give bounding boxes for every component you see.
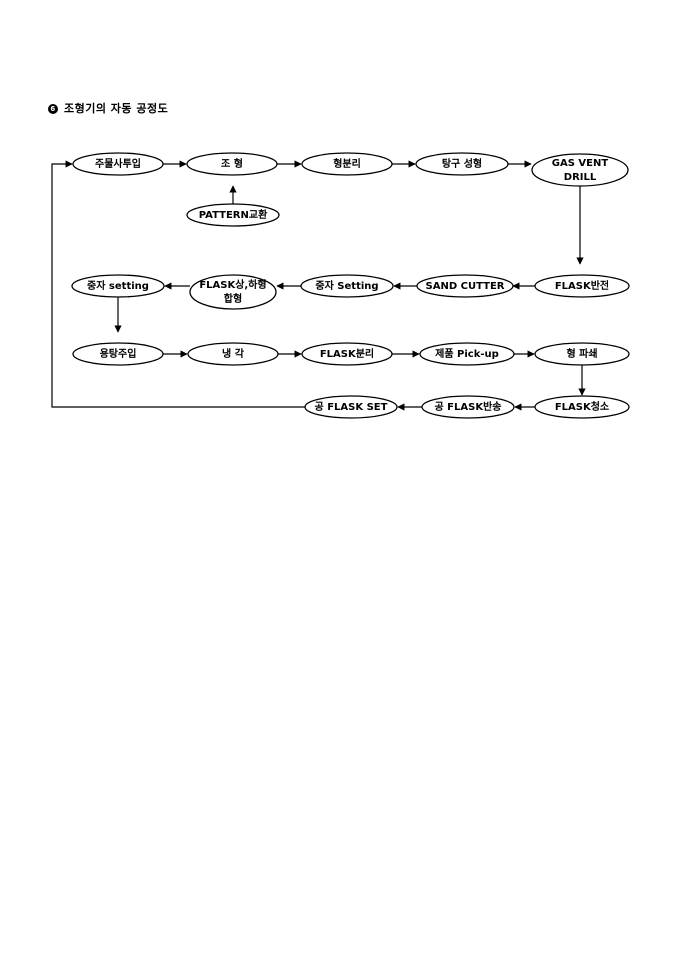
flow-arrow [51,160,305,408]
node-label: 용탕주입 [100,347,137,360]
node-ellipse [534,342,630,366]
node-label: SAND CUTTER [426,281,505,292]
process-node: GAS VENT DRILL [531,153,629,187]
node-ellipse [531,153,629,187]
process-node: 용탕주입 [72,342,164,366]
process-node: 형 파쇄 [534,342,630,366]
title-bullet: 6 [48,104,58,114]
process-node: SAND CUTTER [416,274,514,298]
node-label: FLASK청소 [555,400,609,413]
node-label: 조 형 [221,157,243,170]
node-label: 공 FLASK SET [315,401,388,413]
process-node: PATTERN교환 [186,203,280,227]
process-node: 탕구 성형 [415,152,509,176]
process-node: 공 FLASK SET [304,395,398,419]
flow-nodes: 주물사투입 조 형 형분리 탕구 성형 GAS VENT DRILL PATTERN교환중자… [71,152,630,419]
node-label: 냉 각 [222,347,245,360]
process-node: 제품 Pick-up [419,342,515,366]
node-ellipse [187,342,279,366]
node-ellipse [72,342,164,366]
process-node: 형분리 [301,152,393,176]
node-label: 공 FLASK반송 [435,400,502,413]
node-ellipse [186,203,280,227]
node-label: 주물사투입 [95,157,141,170]
node-label: 탕구 성형 [442,157,482,170]
node-ellipse [301,342,393,366]
node-ellipse [419,342,515,366]
process-node: 중자 Setting [300,274,394,298]
node-label: 합형 [224,292,242,305]
process-node: 냉 각 [187,342,279,366]
node-label: 중자 setting [87,279,149,292]
node-ellipse [300,274,394,298]
node-label: FLASK반전 [555,279,609,292]
node-label: 형분리 [333,157,361,170]
process-node: 공 FLASK반송 [421,395,515,419]
title-text: 조형기의 자동 공정도 [64,102,169,115]
node-ellipse [534,274,630,298]
node-label: 중자 Setting [315,279,378,292]
flow-arrows [51,160,586,411]
node-ellipse [421,395,515,419]
node-ellipse [304,395,398,419]
node-ellipse [189,274,277,310]
node-label: GAS VENT [552,158,609,169]
node-label: 형 파쇄 [566,347,597,360]
node-label: FLASK분리 [320,347,374,360]
node-ellipse [71,274,165,298]
node-label: DRILL [564,172,597,183]
diagram-title: 6 조형기의 자동 공정도 [48,100,168,116]
node-ellipse [72,152,164,176]
node-ellipse [301,152,393,176]
node-ellipse [534,395,630,419]
node-label: 제품 Pick-up [435,347,499,360]
process-node: FLASK반전 [534,274,630,298]
node-ellipse [186,152,278,176]
node-ellipse [415,152,509,176]
node-label: PATTERN교환 [199,208,268,221]
process-node: FLASK분리 [301,342,393,366]
process-node: 중자 setting [71,274,165,298]
node-label: FLASK상,하형 [199,278,266,291]
process-node: 주물사투입 [72,152,164,176]
process-node: FLASK청소 [534,395,630,419]
node-ellipse [416,274,514,298]
process-node: 조 형 [186,152,278,176]
